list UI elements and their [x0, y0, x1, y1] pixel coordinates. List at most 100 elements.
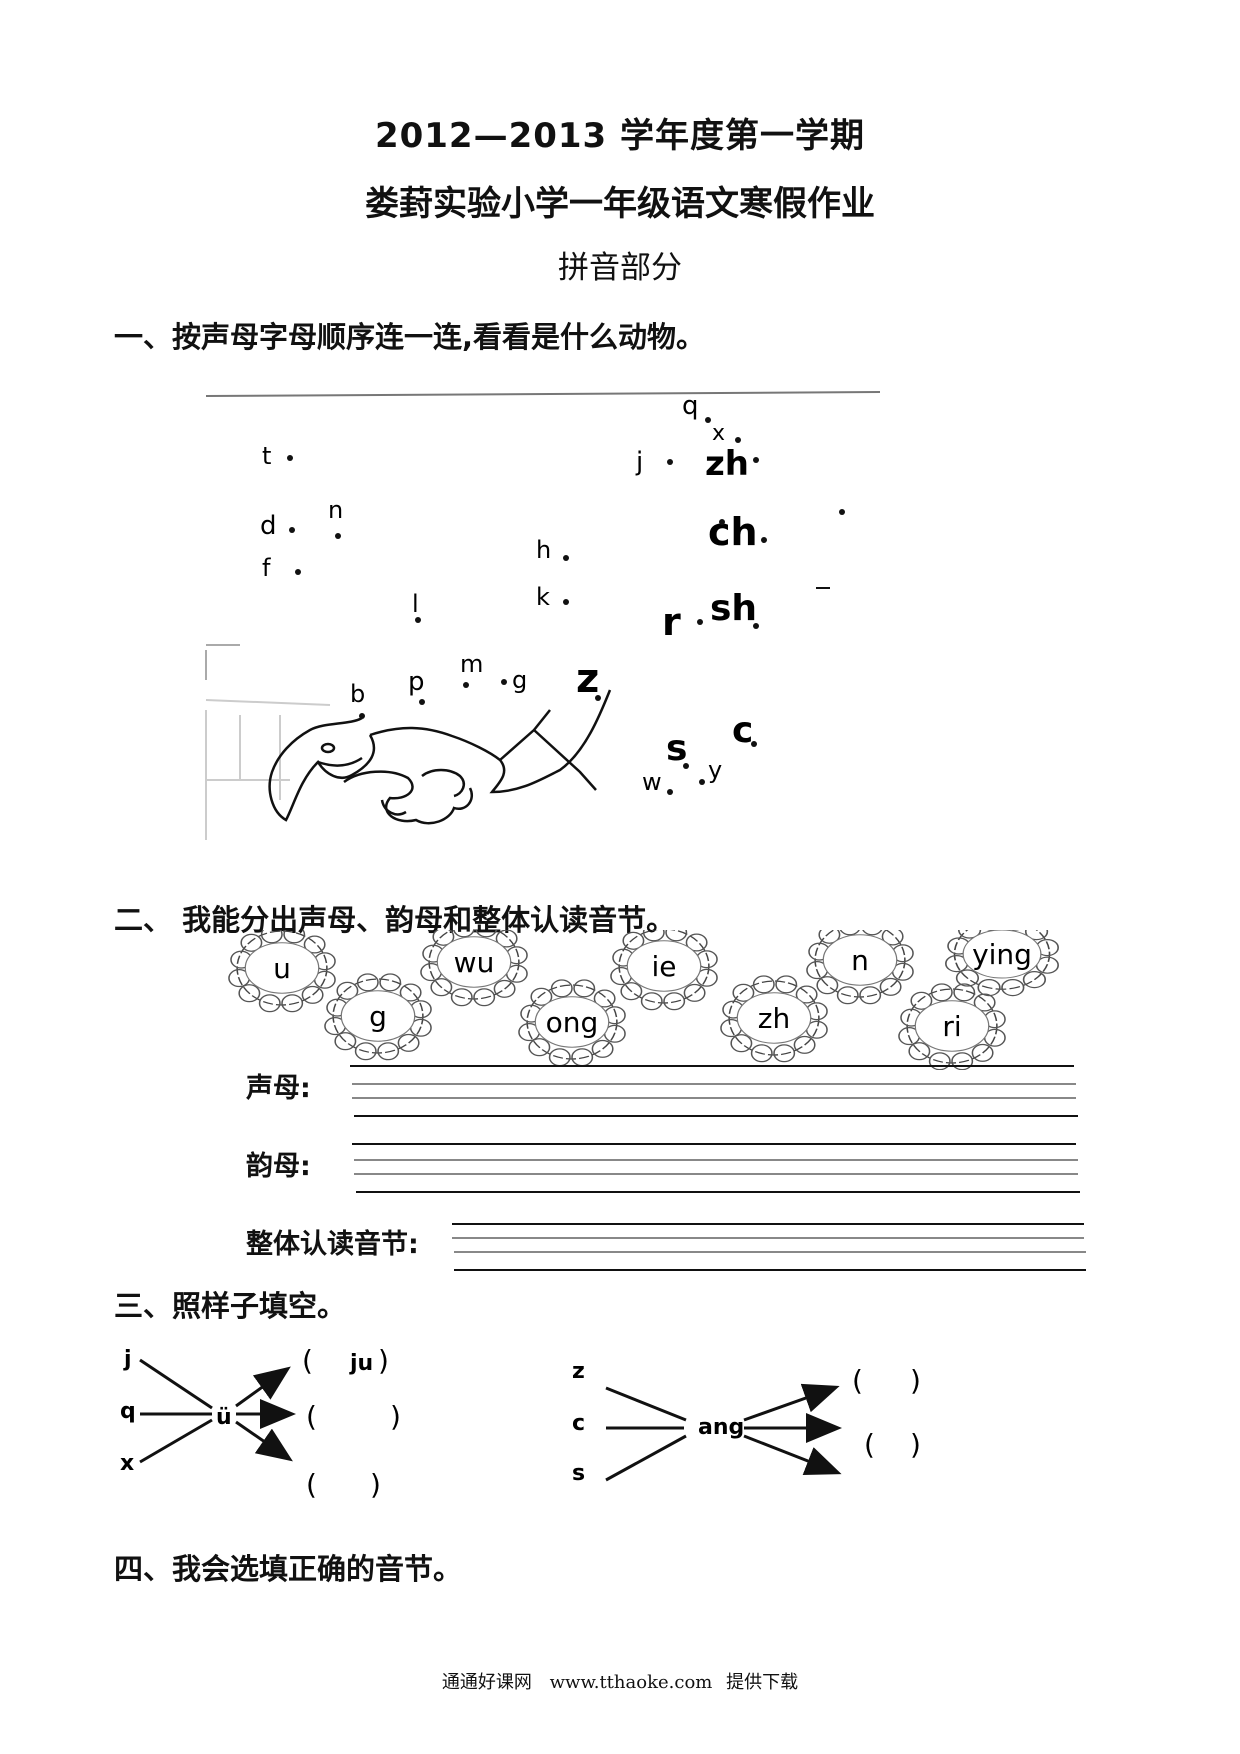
svg-text:(: ( — [306, 1468, 317, 1501]
dot-letter: n — [328, 496, 343, 539]
dot-letter: p — [408, 667, 425, 705]
svg-text:k: k — [536, 583, 550, 611]
term-title: 2012—2013 学年度第一学期 — [374, 116, 866, 156]
svg-text:ong: ong — [546, 1006, 599, 1039]
svg-text:r: r — [662, 600, 681, 644]
section3-heading: 三、照样子填空。 — [114, 1289, 347, 1323]
answer-lines[interactable] — [340, 1060, 1100, 1290]
dot-letter: zh — [705, 444, 759, 484]
svg-text:s: s — [572, 1461, 585, 1486]
flower-card: ie — [610, 930, 718, 1011]
part-title: 拼音部分 — [558, 250, 682, 286]
svg-text:w: w — [642, 768, 662, 796]
dot-letter: f — [262, 554, 301, 582]
dot-letter: g — [501, 666, 527, 694]
svg-text:(: ( — [306, 1400, 317, 1433]
svg-text:zh: zh — [758, 1002, 790, 1035]
dot-letter: r — [662, 600, 703, 644]
dot-letter: j — [635, 447, 673, 477]
animal-drawing — [268, 689, 612, 825]
dot-letter: q — [682, 391, 711, 423]
svg-text:l: l — [412, 590, 419, 618]
svg-text:): ) — [370, 1468, 381, 1501]
dot-letter: z — [576, 656, 601, 702]
svg-text:ang: ang — [698, 1415, 744, 1440]
svg-text:(: ( — [864, 1428, 875, 1461]
section4-heading: 四、我会选填正确的音节。 — [114, 1552, 463, 1586]
fill-pattern-diagrams: j q x ü ( ju ) ( ) ( ) z c s ang — [120, 1344, 921, 1501]
svg-text:q: q — [682, 391, 699, 421]
flower-card: ong — [518, 979, 626, 1067]
dot-letter: t — [262, 442, 293, 470]
footer-site: 通通好课网 — [441, 1672, 532, 1693]
dot-letter: c — [732, 710, 757, 751]
flower-card: zh — [720, 975, 828, 1063]
svg-text:n: n — [328, 496, 343, 524]
svg-text:): ) — [390, 1400, 401, 1433]
dot-letter: ch — [708, 510, 767, 554]
svg-text:y: y — [708, 756, 722, 784]
svg-text:ri: ri — [942, 1010, 961, 1043]
svg-text:): ) — [910, 1364, 921, 1397]
svg-text:b: b — [350, 680, 365, 708]
section2-heading: 二、 我能分出声母、韵母和整体认读音节。 — [114, 903, 676, 937]
flower-card: u — [228, 930, 336, 1013]
svg-text:ch: ch — [708, 510, 758, 554]
svg-text:j: j — [123, 1347, 132, 1372]
yunmu-label: 韵母: — [246, 1151, 311, 1182]
svg-text:ju: ju — [349, 1351, 373, 1376]
dot-letter: x — [712, 421, 741, 446]
svg-text:g: g — [369, 1000, 387, 1033]
dot-letter: k — [536, 583, 569, 611]
left-pattern: j q x ü ( ju ) ( ) ( ) — [120, 1344, 401, 1501]
svg-text:d: d — [260, 511, 277, 541]
svg-text:x: x — [120, 1451, 134, 1476]
svg-text:n: n — [851, 944, 869, 977]
svg-text:u: u — [273, 952, 291, 985]
svg-text:ie: ie — [651, 950, 676, 983]
dot-letter: m — [460, 650, 483, 688]
dot-letter: b — [350, 680, 365, 719]
svg-text:ü: ü — [216, 1405, 232, 1430]
flower-card: g — [324, 973, 432, 1061]
svg-text:q: q — [120, 1399, 136, 1424]
dot-letter: h — [536, 536, 569, 564]
footer-provide: 提供下载 — [726, 1672, 799, 1693]
dot-letter: l — [412, 590, 421, 623]
svg-text:x: x — [712, 421, 725, 446]
svg-text:zh: zh — [705, 444, 749, 484]
dot-letter: sh — [710, 588, 759, 629]
svg-text:ying: ying — [972, 938, 1032, 971]
dot-letter: w — [642, 768, 673, 796]
footer: 通通好课网 www.tthaoke.com 提供下载 — [0, 1668, 1240, 1694]
svg-text:g: g — [512, 666, 527, 694]
dot-letter — [719, 509, 845, 589]
dot-letter: y — [699, 756, 722, 785]
svg-text:z: z — [576, 656, 599, 702]
svg-text:s: s — [666, 728, 687, 769]
section1-heading: 一、按声母字母顺序连一连,看看是什么动物。 — [114, 320, 706, 354]
svg-text:(: ( — [852, 1364, 863, 1397]
svg-text:c: c — [732, 710, 753, 751]
svg-text:(: ( — [302, 1344, 313, 1377]
svg-text:sh: sh — [710, 588, 757, 629]
svg-text:): ) — [910, 1428, 921, 1461]
shengmu-label: 声母: — [246, 1073, 311, 1104]
svg-text:c: c — [572, 1411, 585, 1436]
dot-letter: s — [666, 728, 689, 769]
svg-text:z: z — [572, 1359, 585, 1384]
svg-text:wu: wu — [454, 946, 495, 979]
svg-text:m: m — [460, 650, 483, 678]
flower-card: ri — [898, 983, 1006, 1070]
right-pattern: z c s ang ( ) ( ) — [572, 1359, 921, 1486]
zhengti-label: 整体认读音节: — [246, 1229, 419, 1260]
svg-text:j: j — [635, 447, 643, 477]
svg-text:f: f — [262, 554, 271, 582]
svg-text:t: t — [262, 442, 271, 470]
footer-url[interactable]: www.tthaoke.com — [549, 1672, 713, 1693]
dot-letter: d — [260, 511, 295, 541]
connect-dots-picture: q x j zh t d n f h ch k sh r l p m g z b… — [205, 391, 881, 840]
flower-card: n — [806, 930, 914, 1005]
svg-text:): ) — [378, 1344, 389, 1377]
svg-text:p: p — [408, 667, 425, 697]
